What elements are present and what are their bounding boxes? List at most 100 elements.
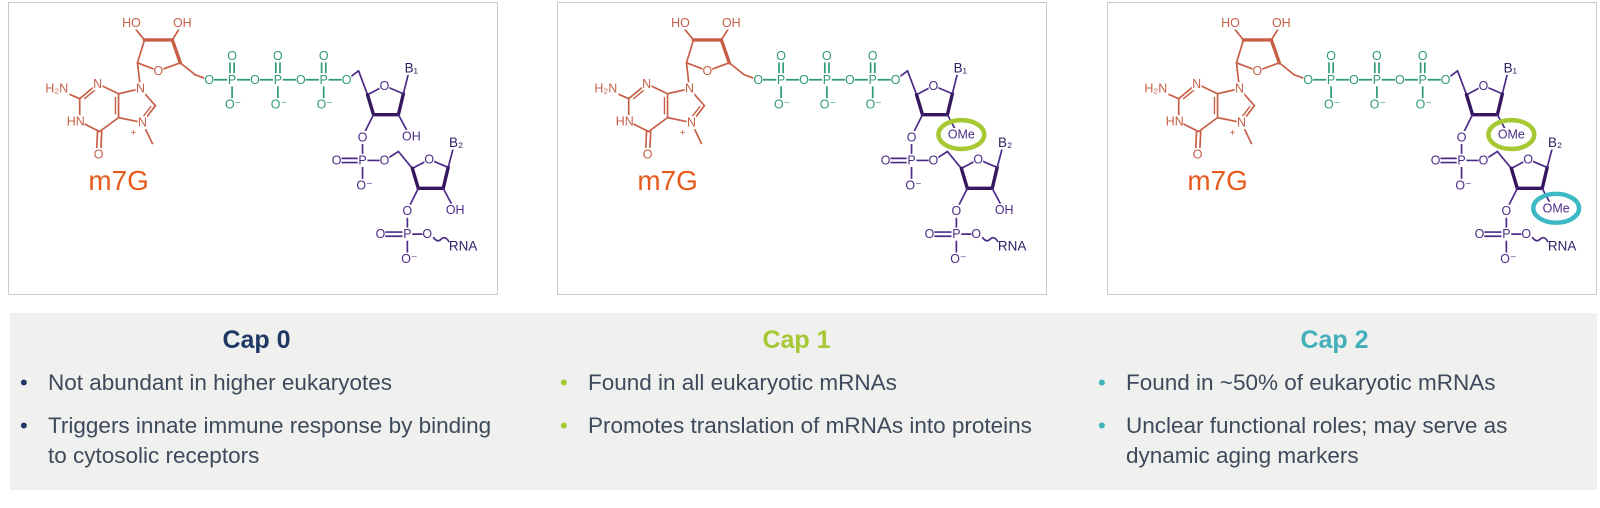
svg-text:O: O <box>1303 73 1313 87</box>
list-item: • Triggers innate immune response by bin… <box>10 411 503 471</box>
svg-text:O: O <box>1475 227 1485 241</box>
svg-text:HO: HO <box>122 16 141 30</box>
svg-text:O⁻: O⁻ <box>401 252 417 266</box>
bullet-dot: • <box>1098 370 1106 395</box>
svg-text:RNA: RNA <box>998 239 1026 254</box>
svg-text:O: O <box>380 153 390 167</box>
svg-text:H₂N: H₂N <box>1144 82 1167 96</box>
svg-text:OMe: OMe <box>1498 128 1525 142</box>
svg-text:O: O <box>1431 153 1441 167</box>
svg-text:O: O <box>1193 147 1203 161</box>
svg-text:N: N <box>687 116 696 130</box>
svg-text:O: O <box>1523 152 1533 166</box>
svg-text:m7G: m7G <box>88 165 148 196</box>
svg-text:N: N <box>685 82 694 96</box>
svg-text:O: O <box>703 64 713 78</box>
svg-text:O: O <box>929 153 939 167</box>
svg-text:O⁻: O⁻ <box>1416 98 1432 112</box>
svg-text:O: O <box>422 227 432 241</box>
svg-text:P: P <box>777 73 785 87</box>
svg-text:O: O <box>342 73 352 87</box>
svg-text:O: O <box>925 227 935 241</box>
svg-text:OH: OH <box>995 203 1014 217</box>
svg-text:O⁻: O⁻ <box>1500 252 1516 266</box>
svg-text:P: P <box>274 73 282 87</box>
bullet-text: Found in all eukaryotic mRNAs <box>588 370 897 395</box>
svg-text:O: O <box>403 204 413 218</box>
svg-text:O: O <box>1418 49 1428 63</box>
svg-text:O: O <box>822 49 832 63</box>
svg-text:P: P <box>952 227 960 241</box>
bullet-dot: • <box>20 413 28 438</box>
svg-text:HN: HN <box>1166 115 1184 129</box>
svg-text:H₂N: H₂N <box>594 82 617 96</box>
svg-text:O: O <box>227 49 237 63</box>
svg-text:O: O <box>643 147 653 161</box>
svg-text:OH: OH <box>1272 16 1291 30</box>
svg-text:O: O <box>1479 153 1489 167</box>
svg-text:B₂: B₂ <box>998 135 1012 150</box>
cap1-bullet-list: • Found in all eukaryotic mRNAs • Promot… <box>550 368 1043 441</box>
svg-text:O: O <box>845 73 855 87</box>
svg-text:O⁻: O⁻ <box>1455 178 1471 192</box>
svg-text:RNA: RNA <box>449 239 477 254</box>
cap1-info-column: Cap 1 • Found in all eukaryotic mRNAs • … <box>550 323 1043 454</box>
svg-text:P: P <box>403 227 411 241</box>
svg-text:O: O <box>1479 79 1489 93</box>
svg-text:+: + <box>1230 128 1236 139</box>
svg-text:O: O <box>1253 64 1263 78</box>
svg-text:HO: HO <box>671 16 690 30</box>
svg-text:N: N <box>1192 77 1201 91</box>
svg-text:OMe: OMe <box>1543 201 1570 215</box>
cap0-title: Cap 0 <box>222 326 291 354</box>
bullet-text: Not abundant in higher eukaryotes <box>48 370 392 395</box>
cap1-title: Cap 1 <box>762 326 831 354</box>
svg-text:O: O <box>799 73 809 87</box>
svg-text:O: O <box>929 79 939 93</box>
svg-text:O: O <box>973 152 983 166</box>
svg-text:B₂: B₂ <box>449 135 463 150</box>
svg-text:O: O <box>1326 49 1336 63</box>
list-item: • Not abundant in higher eukaryotes <box>10 368 503 398</box>
svg-text:O: O <box>1372 49 1382 63</box>
svg-text:O: O <box>1502 204 1512 218</box>
bullet-text: Unclear functional roles; may serve as d… <box>1126 413 1508 468</box>
svg-text:O⁻: O⁻ <box>820 98 836 112</box>
svg-text:O⁻: O⁻ <box>950 252 966 266</box>
svg-text:O: O <box>319 49 329 63</box>
svg-text:O⁻: O⁻ <box>1370 98 1386 112</box>
svg-text:O: O <box>273 49 283 63</box>
svg-text:H₂N: H₂N <box>45 82 68 96</box>
svg-text:m7G: m7G <box>637 165 697 196</box>
svg-text:O: O <box>94 147 104 161</box>
cap0-info-column: Cap 0 • Not abundant in higher eukaryote… <box>10 323 503 484</box>
svg-text:P: P <box>358 153 366 167</box>
svg-text:OH: OH <box>173 16 192 30</box>
svg-text:m7G: m7G <box>1187 165 1247 196</box>
svg-text:B₁: B₁ <box>405 60 419 75</box>
svg-text:O: O <box>753 73 763 87</box>
svg-text:N: N <box>136 82 145 96</box>
svg-text:P: P <box>1419 73 1427 87</box>
bullet-text: Found in ~50% of eukaryotic mRNAs <box>1126 370 1496 395</box>
svg-text:O: O <box>971 227 981 241</box>
caption-band: Cap 0 • Not abundant in higher eukaryote… <box>10 313 1597 490</box>
svg-text:O: O <box>952 204 962 218</box>
bullet-dot: • <box>560 413 568 438</box>
bullet-dot: • <box>20 370 28 395</box>
svg-text:P: P <box>823 73 831 87</box>
svg-text:OH: OH <box>722 16 741 30</box>
bullet-text: Triggers innate immune response by bindi… <box>48 413 492 468</box>
svg-text:P: P <box>228 73 236 87</box>
svg-text:+: + <box>680 128 686 139</box>
svg-text:P: P <box>1327 73 1335 87</box>
svg-text:RNA: RNA <box>1548 239 1576 254</box>
svg-text:B₁: B₁ <box>954 60 968 75</box>
svg-text:O: O <box>250 73 260 87</box>
svg-text:O: O <box>332 153 342 167</box>
svg-text:HN: HN <box>616 115 634 129</box>
svg-text:O⁻: O⁻ <box>774 98 790 112</box>
